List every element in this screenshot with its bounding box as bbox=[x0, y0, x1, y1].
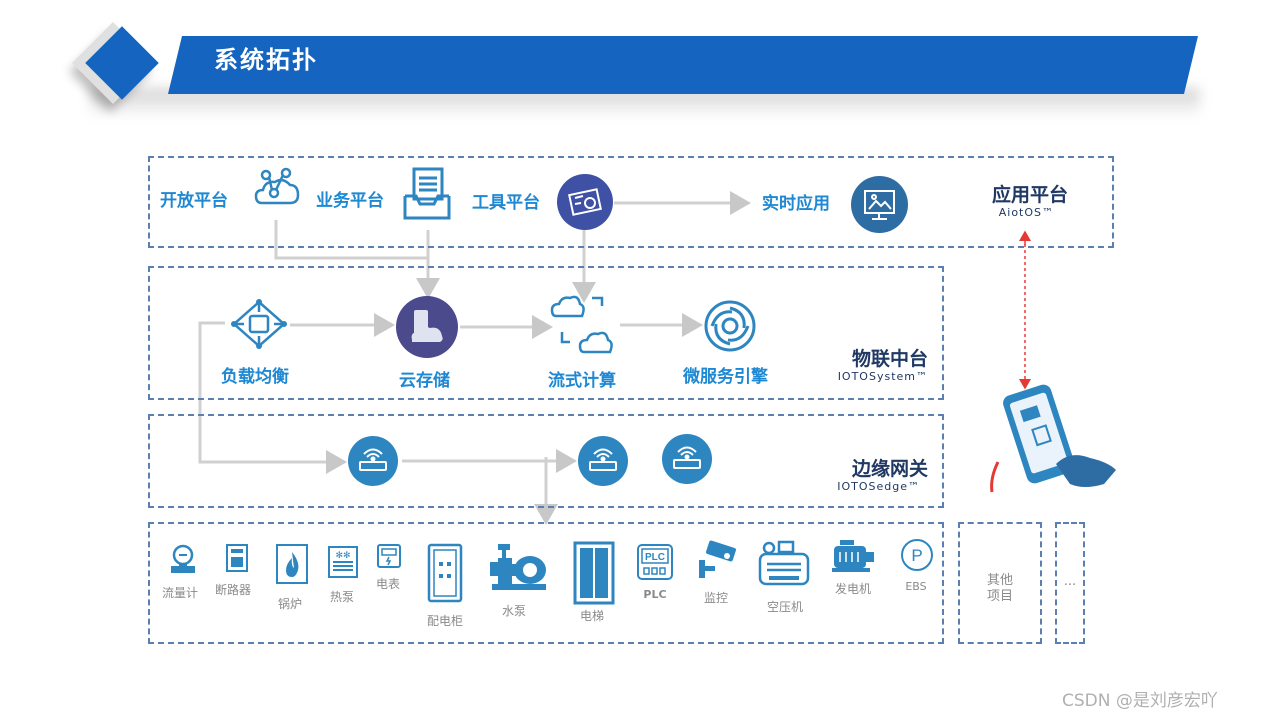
air-compressor-icon bbox=[757, 540, 811, 588]
device-label-ebs: EBS bbox=[905, 580, 927, 593]
plc-icon: PLC bbox=[637, 544, 673, 580]
app-layer-title: 应用平台 bbox=[991, 184, 1068, 206]
iot-item-microservice[interactable]: 微服务引擎 bbox=[683, 367, 768, 387]
distribution-cabinet-icon bbox=[427, 543, 463, 603]
gateway-router-icon bbox=[578, 436, 628, 486]
watermark: CSDN @是刘彦宏吖 bbox=[1062, 691, 1218, 711]
page-title: 系统拓扑 bbox=[214, 46, 318, 74]
document-tray-icon bbox=[402, 166, 452, 222]
boiler-flame-icon bbox=[276, 544, 308, 584]
toolbox-icon bbox=[557, 174, 613, 230]
device-label-monitor: 监控 bbox=[703, 591, 728, 605]
other-projects-box bbox=[958, 522, 1042, 644]
device-label-heatpump: 热泵 bbox=[329, 590, 354, 604]
more-ellipsis: ... bbox=[1063, 574, 1077, 589]
app-item-tool-platform[interactable]: 工具平台 bbox=[472, 193, 540, 213]
edge-layer-title: 边缘网关 bbox=[851, 458, 928, 480]
svg-text:PLC: PLC bbox=[645, 552, 665, 563]
load-balance-icon bbox=[230, 298, 288, 350]
device-layer-box bbox=[148, 522, 944, 644]
edge-layer-subtitle: IOTOSedge™ bbox=[837, 480, 920, 493]
device-label-plc: PLC bbox=[643, 588, 667, 601]
edge-layer-box bbox=[148, 414, 944, 508]
iot-layer-title: 物联中台 bbox=[851, 348, 928, 370]
microservice-engine-icon bbox=[702, 298, 758, 354]
device-label-boiler: 锅炉 bbox=[277, 597, 302, 611]
device-label-generator: 发电机 bbox=[834, 582, 871, 596]
water-pump-icon bbox=[488, 544, 548, 592]
electric-meter-icon bbox=[377, 544, 401, 568]
device-label-breaker: 断路器 bbox=[214, 583, 251, 597]
gateway-router-icon bbox=[662, 434, 712, 484]
other-projects-label-2: 项目 bbox=[986, 589, 1013, 604]
iot-item-load-balance[interactable]: 负载均衡 bbox=[221, 367, 289, 387]
cctv-camera-icon bbox=[697, 540, 737, 580]
flow-meter-icon bbox=[169, 544, 197, 574]
share-nodes-icon bbox=[250, 165, 304, 219]
stream-compute-icon bbox=[548, 292, 620, 360]
device-label-compressor: 空压机 bbox=[766, 600, 803, 614]
header-bar bbox=[168, 36, 1198, 94]
circuit-breaker-icon bbox=[226, 544, 248, 572]
app-layer-subtitle: AiotOS™ bbox=[998, 206, 1054, 219]
app-layer-box bbox=[148, 156, 1114, 248]
elevator-icon bbox=[573, 541, 615, 605]
app-item-open-platform[interactable]: 开放平台 bbox=[160, 191, 228, 211]
more-box bbox=[1055, 522, 1085, 644]
svg-text:✻✻: ✻✻ bbox=[335, 551, 350, 561]
device-label-cabinet: 配电柜 bbox=[426, 614, 463, 628]
app-item-realtime-app[interactable]: 实时应用 bbox=[762, 194, 830, 214]
iot-item-cloud-storage[interactable]: 云存储 bbox=[399, 371, 450, 391]
cloud-storage-icon bbox=[396, 296, 458, 358]
iot-layer-box bbox=[148, 266, 944, 400]
device-label-meter: 电表 bbox=[375, 577, 400, 591]
other-projects-label-1: 其他 bbox=[986, 573, 1013, 588]
generator-icon bbox=[830, 540, 876, 574]
iot-item-stream-compute[interactable]: 流式计算 bbox=[548, 371, 616, 391]
device-label-waterpump: 水泵 bbox=[501, 604, 526, 618]
svg-text:P: P bbox=[911, 546, 922, 565]
heat-pump-icon: ✻✻ bbox=[328, 546, 358, 578]
parking-p-icon: P bbox=[900, 538, 934, 572]
gateway-router-icon bbox=[348, 436, 398, 486]
mobile-phone-icon bbox=[1000, 380, 1120, 500]
monitor-icon bbox=[851, 176, 908, 233]
device-label-flowmeter: 流量计 bbox=[161, 586, 198, 600]
app-item-business-platform[interactable]: 业务平台 bbox=[316, 191, 384, 211]
device-label-elevator: 电梯 bbox=[579, 609, 604, 623]
iot-layer-subtitle: IOTOSystem™ bbox=[837, 370, 928, 383]
